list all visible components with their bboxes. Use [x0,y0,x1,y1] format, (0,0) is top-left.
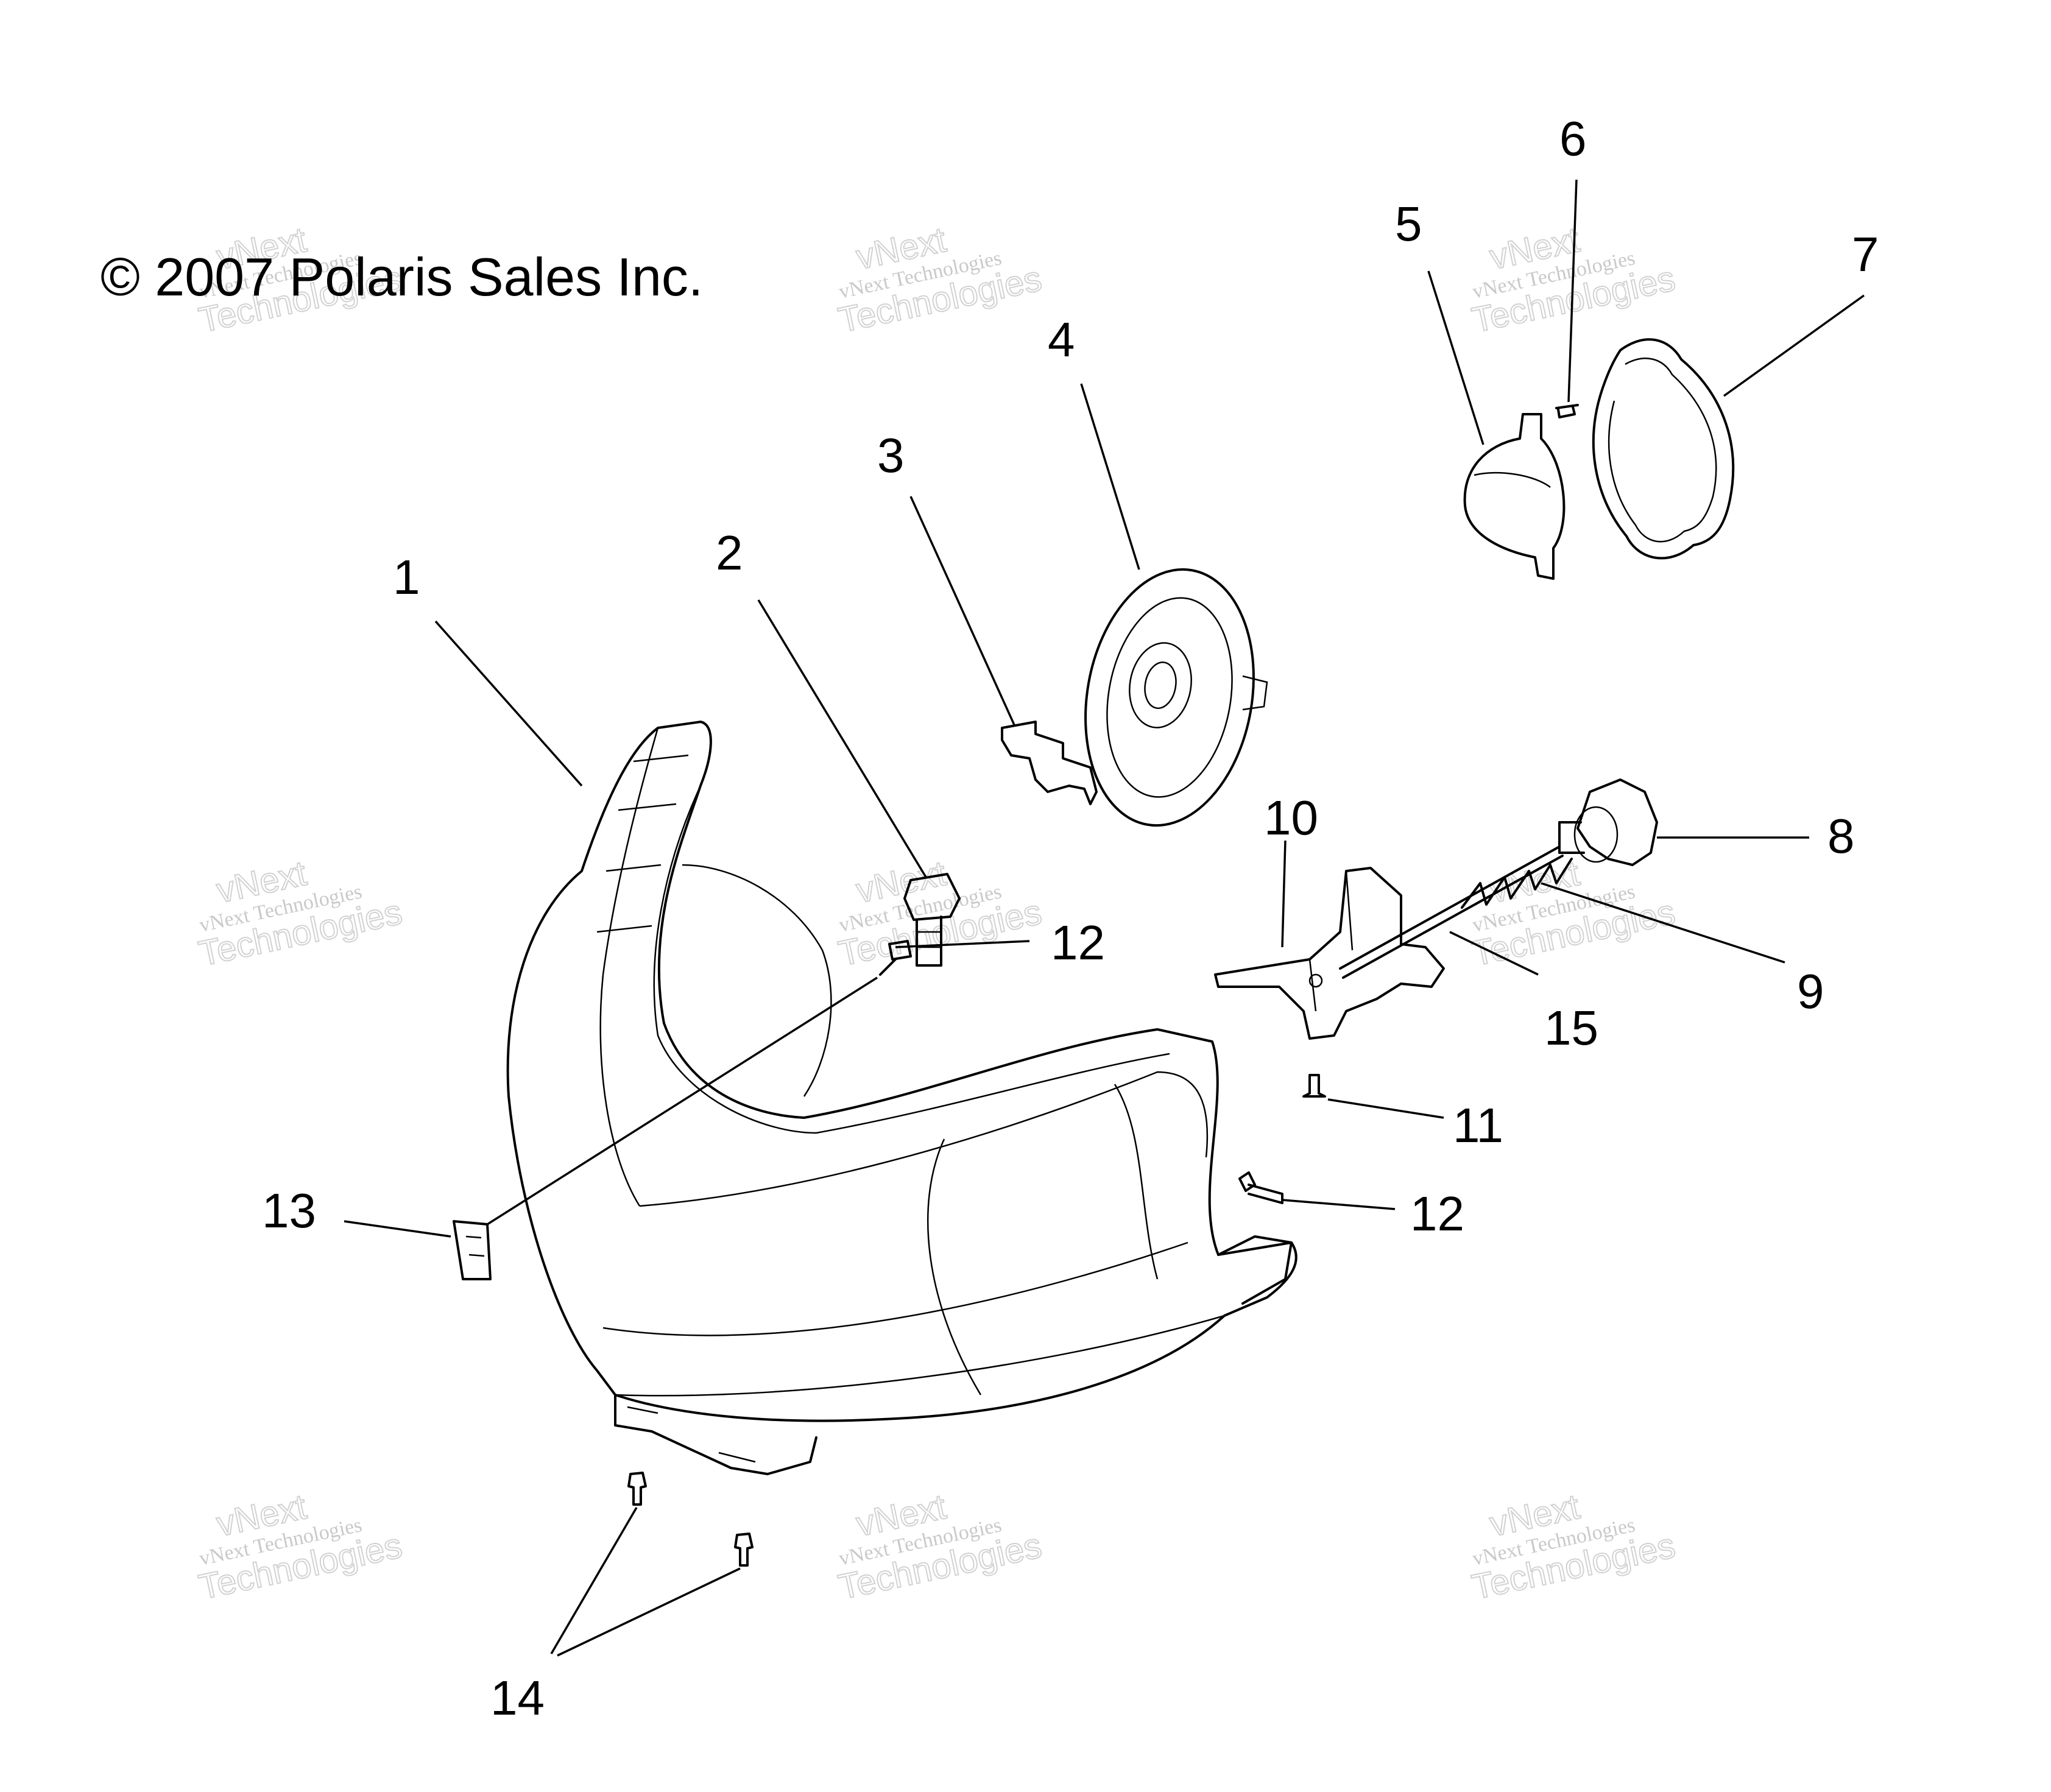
part-6-small-screw [1555,404,1579,418]
callout-15: 15 [1544,1001,1598,1055]
part-11-screw [1302,1074,1326,1098]
part-15-spring [1461,858,1573,909]
part-12b-screw [1238,1171,1283,1204]
callout-12-lower: 12 [1410,1187,1464,1241]
part-14-screws [627,1472,754,1567]
part-8-adjuster-knob [1558,778,1658,866]
callout-8: 8 [1827,809,1855,863]
callout-3: 3 [877,428,905,482]
watermark-mid-left: vNext vNext Technologies Technologies [195,853,406,975]
watermark-bottom-left: vNext vNext Technologies Technologies [195,1486,406,1608]
callout-12-upper: 12 [1051,915,1105,970]
callout-10: 10 [1264,791,1318,845]
copyright-text: © 2007 Polaris Sales Inc. [101,247,703,307]
watermark-top-center: vNext vNext Technologies Technologies [835,219,1046,341]
callout-labels: 1 2 3 4 5 6 7 8 9 10 11 12 12 13 14 15 [262,111,1879,1725]
callout-6: 6 [1559,111,1587,166]
callout-7: 7 [1852,227,1879,281]
callout-2: 2 [716,526,743,580]
part-1-headlight-housing [506,721,1297,1475]
callout-4: 4 [1048,312,1075,367]
callout-9: 9 [1797,964,1824,1018]
part-5-lens-cover [1463,413,1566,580]
part-3-retaining-clip [1001,721,1098,805]
callout-5: 5 [1395,197,1422,251]
callout-11: 11 [1453,1098,1503,1152]
watermark-top-right: vNext vNext Technologies Technologies [1468,219,1679,341]
part-13-clip-nut [453,1220,492,1280]
watermark-bottom-right: vNext vNext Technologies Technologies [1468,1486,1679,1608]
part-10-bracket [1214,867,1445,1040]
callout-1: 1 [393,550,420,604]
callout-14: 14 [490,1671,545,1725]
callout-13: 13 [262,1183,316,1238]
part-4-reflector [1084,568,1268,827]
part-2-bulb [903,873,961,967]
leader-lines [344,179,1865,1657]
watermark-mid-center: vNext vNext Technologies Technologies [835,853,1046,975]
part-7-gasket [1592,338,1735,560]
part-12a-screw [879,940,912,976]
watermark-bottom-center: vNext vNext Technologies Technologies [835,1486,1046,1608]
